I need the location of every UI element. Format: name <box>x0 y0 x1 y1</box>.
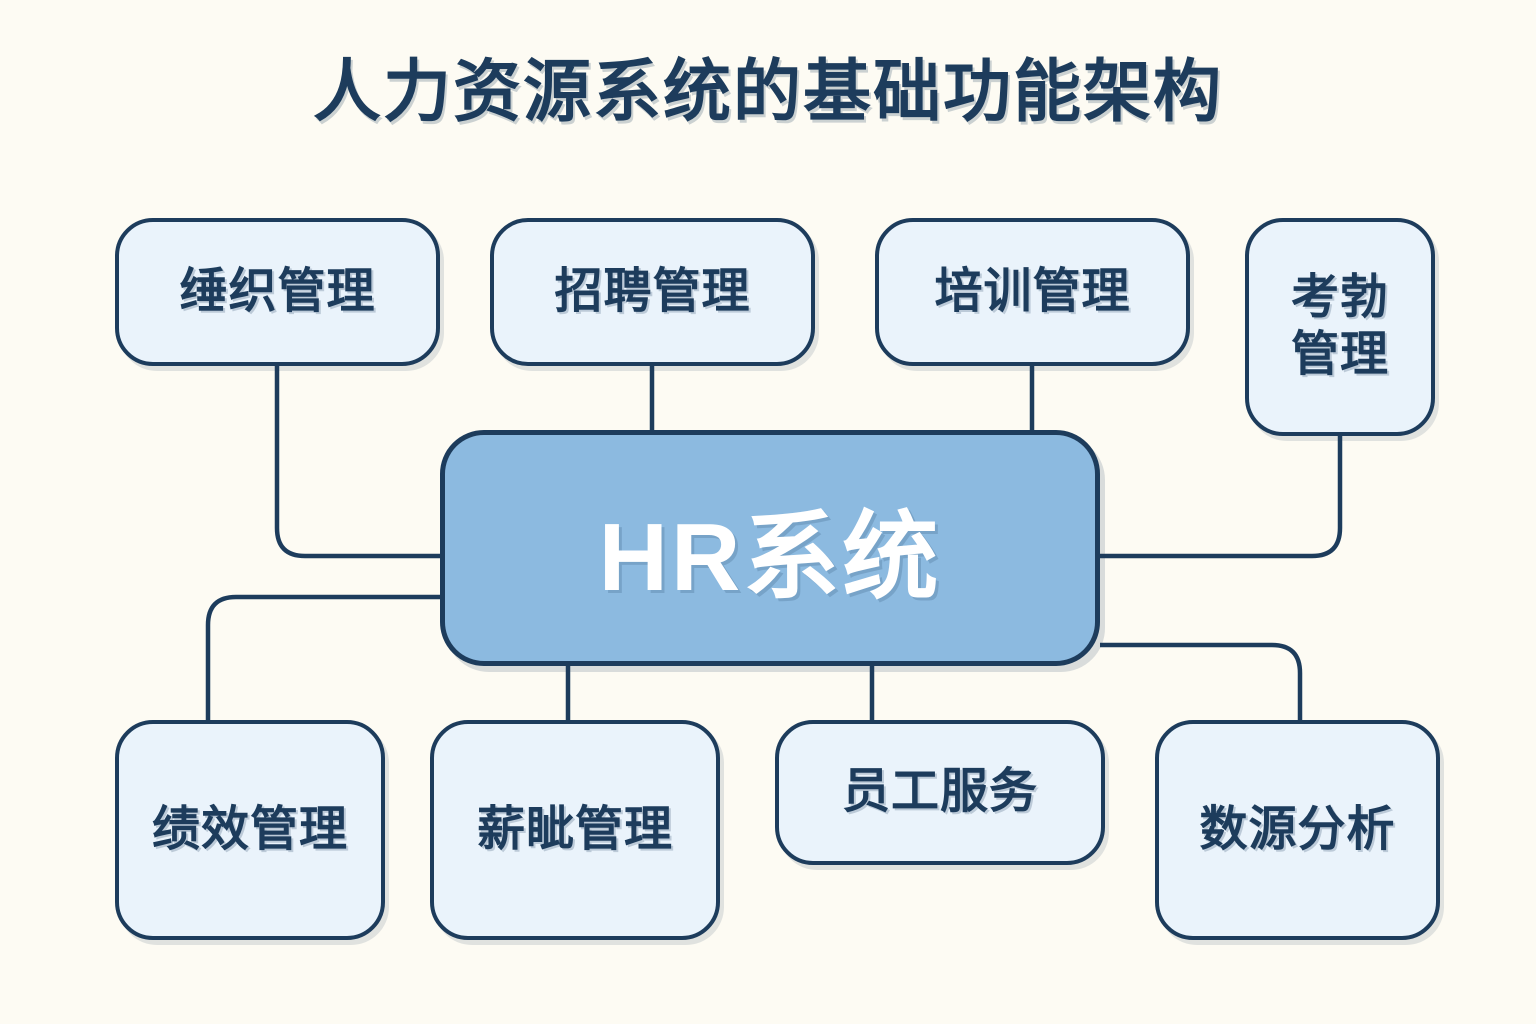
connector-organization <box>274 365 440 559</box>
node-attendance-management[interactable]: 考勃管理 <box>1245 218 1435 436</box>
node-training-management[interactable]: 培训管理 <box>875 218 1190 366</box>
node-employee-service[interactable]: 员工服务 <box>775 720 1105 865</box>
node-label: 考勃管理 <box>1290 271 1389 381</box>
page-title: 人力资源系统的基础功能架构 <box>312 54 1223 130</box>
node-label: 培训管理 <box>934 264 1131 318</box>
node-label: 招聘管理 <box>554 264 751 318</box>
node-data-analysis[interactable]: 数源分析 <box>1155 720 1440 940</box>
node-performance-management[interactable]: 绩效管理 <box>115 720 385 940</box>
node-label: 薪眦管理 <box>476 802 673 856</box>
connector-performance <box>205 594 440 720</box>
node-hr-system-hub[interactable]: HR系统 <box>440 430 1100 666</box>
hub-label: HR系统 <box>598 503 942 611</box>
connector-data-analysis <box>1100 642 1303 720</box>
node-label: 缍织管理 <box>179 264 376 318</box>
node-label: 绩效管理 <box>151 802 348 856</box>
node-label: 员工服务 <box>841 765 1038 819</box>
node-label: 数源分析 <box>1199 802 1396 856</box>
connector-attendance <box>1100 435 1343 559</box>
node-organization-management[interactable]: 缍织管理 <box>115 218 440 366</box>
node-compensation-management[interactable]: 薪眦管理 <box>430 720 720 940</box>
node-recruitment-management[interactable]: 招聘管理 <box>490 218 815 366</box>
